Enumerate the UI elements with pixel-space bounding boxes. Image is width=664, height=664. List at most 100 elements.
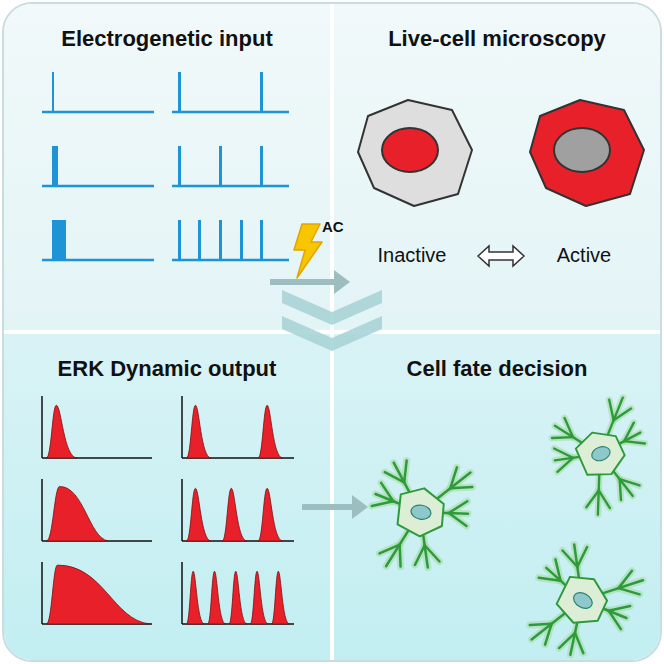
dendrite bbox=[378, 483, 396, 501]
dendrite-glow bbox=[599, 489, 610, 510]
dendrite-glow bbox=[403, 460, 408, 482]
dendrite bbox=[599, 489, 610, 510]
dendrite bbox=[422, 545, 441, 561]
dendrite-glow bbox=[596, 398, 633, 437]
lightning-bolt bbox=[294, 224, 322, 278]
dendrite bbox=[389, 463, 416, 495]
neuron-body bbox=[573, 425, 630, 483]
panel-heading: Cell fate decision bbox=[334, 334, 660, 382]
pulse bbox=[52, 220, 66, 260]
dendrite bbox=[620, 473, 640, 491]
plot-axis bbox=[41, 396, 43, 458]
erk-peak bbox=[229, 571, 247, 624]
arrow-shaft bbox=[302, 504, 354, 510]
dendrite bbox=[396, 545, 404, 567]
plot-axis bbox=[181, 396, 183, 458]
dendrite bbox=[619, 584, 640, 599]
erk-peak bbox=[258, 405, 283, 458]
erk-peak bbox=[46, 486, 108, 541]
dendrite bbox=[612, 409, 633, 421]
double-arrow bbox=[478, 246, 524, 266]
erk-peak bbox=[186, 571, 204, 624]
dendrite bbox=[384, 472, 406, 482]
dendrite bbox=[415, 544, 425, 566]
pulse-traces bbox=[42, 72, 289, 260]
panel-heading: Live-cell microscopy bbox=[334, 4, 660, 52]
dendrite bbox=[560, 545, 593, 581]
dendrite bbox=[530, 614, 552, 634]
erk-peak bbox=[208, 571, 226, 624]
pulse bbox=[178, 146, 181, 186]
dendrite-glow bbox=[560, 545, 593, 581]
pulse-baseline bbox=[172, 185, 289, 188]
dendrite bbox=[554, 444, 573, 463]
state-label: Active bbox=[557, 244, 611, 267]
erk-peak bbox=[186, 488, 211, 541]
down-chevron bbox=[282, 290, 382, 325]
erk-peak bbox=[46, 405, 77, 458]
erk-peak bbox=[272, 571, 290, 624]
erk-peak bbox=[258, 488, 283, 541]
dendrite bbox=[596, 398, 633, 437]
dendrite bbox=[436, 467, 471, 504]
erk-plots bbox=[42, 396, 294, 624]
cell-nucleus bbox=[554, 128, 610, 172]
dendrite-glow bbox=[614, 479, 626, 500]
pulse bbox=[260, 146, 263, 186]
dendrite bbox=[565, 417, 573, 437]
pulse bbox=[52, 72, 54, 112]
dendrite bbox=[561, 620, 588, 655]
neuron bbox=[510, 532, 649, 660]
plot-axis bbox=[181, 479, 183, 541]
plot-axis bbox=[181, 562, 183, 624]
output-arrow bbox=[302, 495, 368, 519]
arrow-head bbox=[352, 495, 368, 519]
pulse bbox=[219, 220, 222, 260]
arrow-shaft bbox=[270, 279, 336, 285]
neuron-nucleus bbox=[410, 504, 432, 521]
dendrite bbox=[539, 571, 561, 588]
dendrite bbox=[614, 479, 626, 500]
dendrite bbox=[450, 483, 472, 492]
dendrite bbox=[619, 423, 638, 442]
dendrite bbox=[379, 541, 399, 556]
dendrite bbox=[541, 624, 556, 645]
dendrite-glow bbox=[447, 513, 468, 526]
cell-nucleus bbox=[382, 128, 438, 172]
dendrite bbox=[576, 547, 588, 567]
pulse bbox=[260, 72, 263, 112]
dendrite bbox=[559, 630, 575, 651]
arrow-head bbox=[334, 270, 350, 294]
pulse bbox=[52, 146, 58, 186]
pulse bbox=[178, 72, 181, 112]
dendrite bbox=[555, 458, 576, 472]
panel-heading: ERK Dynamic output bbox=[4, 334, 330, 382]
dendrite bbox=[547, 559, 568, 580]
dendrite-glow bbox=[415, 544, 425, 566]
erk-peak bbox=[46, 565, 149, 624]
dendrite bbox=[449, 498, 468, 515]
erk-peak bbox=[250, 571, 268, 624]
plot-axis bbox=[41, 562, 43, 624]
active-cell bbox=[530, 100, 644, 206]
panel-heading: Electrogenetic input bbox=[4, 4, 330, 52]
pulse bbox=[198, 220, 201, 260]
inactive-cell bbox=[358, 100, 472, 206]
dendrite bbox=[624, 435, 645, 450]
pulse bbox=[219, 146, 222, 186]
cell-body bbox=[530, 100, 644, 206]
ac-label: AC bbox=[322, 218, 344, 235]
dendrite bbox=[532, 604, 567, 648]
state-label: Inactive bbox=[378, 244, 447, 267]
pulse bbox=[260, 220, 263, 260]
dendrite bbox=[582, 490, 602, 507]
dendrite bbox=[607, 400, 617, 420]
pulse-baseline bbox=[42, 111, 154, 114]
dendrite bbox=[585, 473, 613, 515]
dendrite bbox=[450, 467, 457, 489]
dendrite bbox=[552, 431, 573, 444]
dendrite bbox=[372, 498, 393, 510]
neuron-nucleus bbox=[571, 589, 595, 611]
pulse bbox=[240, 220, 243, 260]
